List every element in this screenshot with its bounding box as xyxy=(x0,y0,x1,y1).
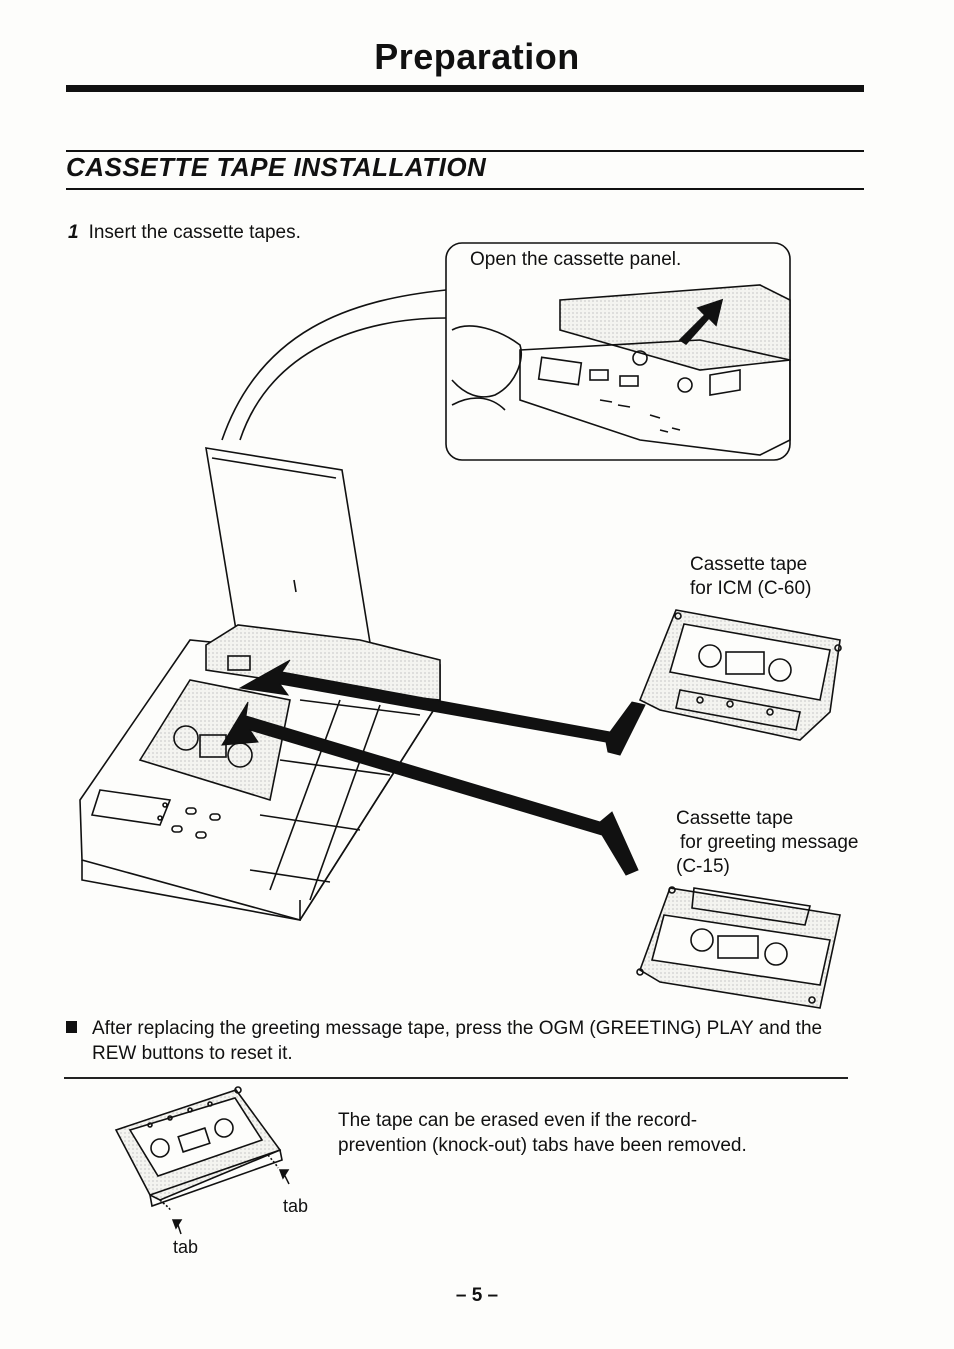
insert-arrows xyxy=(221,659,646,876)
section-title: CASSETTE TAPE INSTALLATION xyxy=(66,152,487,182)
step-number: 1 xyxy=(68,222,79,243)
bullet-icon xyxy=(66,1021,77,1033)
note-rule xyxy=(64,1077,848,1079)
callout-text: Open the cassette panel. xyxy=(470,249,682,270)
step-text: Insert the cassette tapes. xyxy=(88,222,301,243)
tab-label-right: tab xyxy=(283,1196,309,1216)
section-rule-bottom xyxy=(66,188,864,190)
erase-note: The tape can be erased even if the recor… xyxy=(338,1110,747,1156)
tape-greeting-label: Cassette tape for greeting message (C-15… xyxy=(676,808,859,877)
tab-label-left: tab xyxy=(173,1237,199,1257)
cassette-greeting-illustration xyxy=(636,886,841,1009)
section-rule-top xyxy=(66,150,864,152)
tape-icm-label: Cassette tape for ICM (C-60) xyxy=(690,554,812,599)
callout-illustration xyxy=(221,242,791,461)
step-1: 1 Insert the cassette tapes. xyxy=(68,222,301,244)
page-title: Preparation xyxy=(374,36,580,77)
cassette-tabs-illustration xyxy=(114,1086,283,1211)
reset-note: After replacing the greeting message tap… xyxy=(66,1016,866,1066)
cassette-icm-illustration xyxy=(638,609,842,741)
answering-machine-illustration xyxy=(79,447,441,921)
title-rule xyxy=(66,85,864,92)
tab-arrows xyxy=(171,1169,290,1235)
page-number: – 5 – xyxy=(455,1285,499,1306)
